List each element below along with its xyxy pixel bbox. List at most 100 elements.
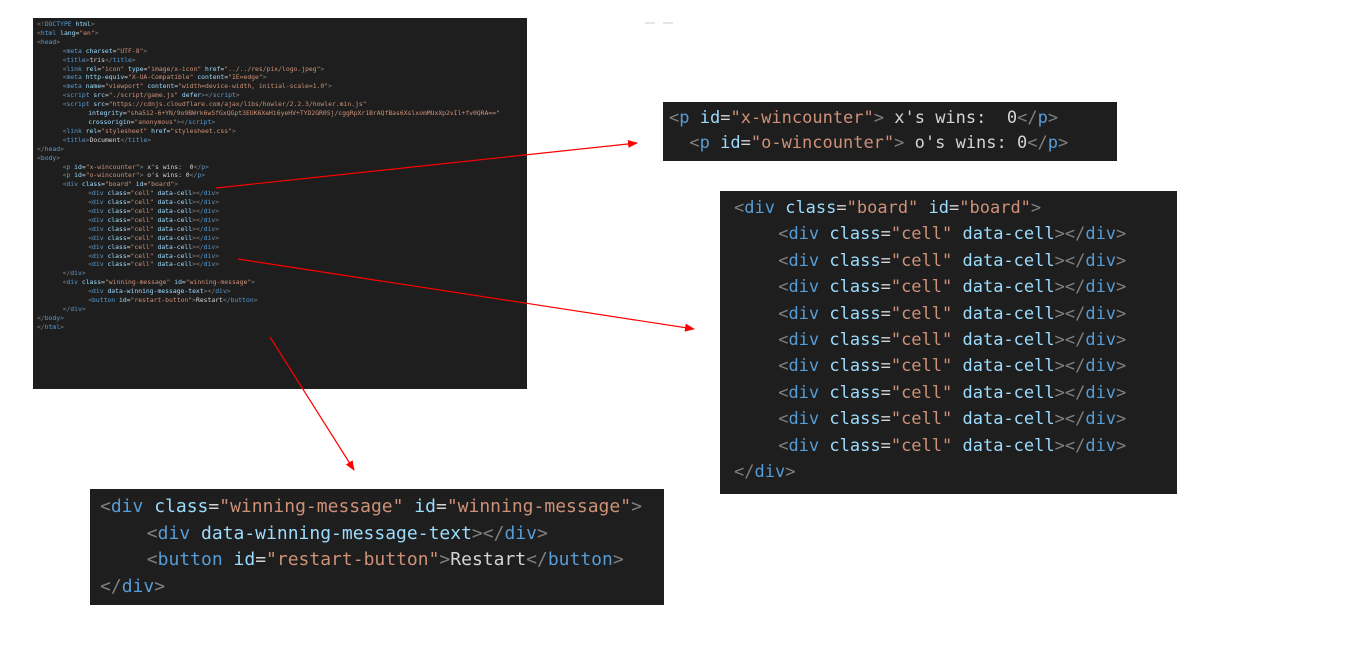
code-line: <div class="winning-message" id="winning… bbox=[37, 278, 527, 287]
code-token: = bbox=[97, 126, 102, 135]
code-token: div bbox=[203, 251, 216, 260]
code-token: "cell" bbox=[890, 435, 953, 456]
code-token: > bbox=[262, 73, 267, 82]
code-token: "https://cdnjs.cloudflare.com/ajax/libs/… bbox=[108, 100, 367, 109]
code-token: DOCTYPE bbox=[44, 20, 72, 28]
code-token: = bbox=[880, 224, 891, 245]
code-token: "./script/game.js" bbox=[108, 91, 179, 100]
code-token: > bbox=[1116, 250, 1127, 271]
code-token: class bbox=[774, 198, 837, 218]
code-token: "x-wincounter" bbox=[730, 108, 874, 128]
code-token: "cell" bbox=[890, 409, 953, 430]
code-token: < bbox=[62, 46, 67, 55]
code-token: </ bbox=[104, 55, 113, 64]
code-token: > bbox=[235, 91, 240, 100]
code-token: "board" bbox=[846, 198, 919, 218]
code-token: > bbox=[785, 462, 796, 483]
code-token: = bbox=[101, 82, 105, 91]
code-token: data-cell bbox=[952, 250, 1055, 271]
code-token: "restart-button" bbox=[130, 296, 193, 305]
code-token: </ bbox=[222, 296, 231, 305]
code-token: lang bbox=[56, 28, 76, 37]
code-token: ></ bbox=[192, 198, 204, 207]
code-token: </ bbox=[120, 135, 129, 144]
code-token: body bbox=[40, 153, 57, 162]
code-token: div bbox=[92, 233, 104, 242]
code-line: <div class="cell" data-cell></div> bbox=[37, 225, 527, 234]
code-token: div bbox=[744, 198, 775, 218]
code-token: = bbox=[880, 409, 891, 430]
code-token: Restart bbox=[450, 549, 527, 570]
code-line: </head> bbox=[37, 145, 527, 154]
code-token: < bbox=[62, 73, 67, 82]
code-token: > bbox=[154, 575, 166, 597]
code-line: <!DOCTYPE html> bbox=[37, 20, 527, 29]
code-line: <div class="cell" data-cell></div> bbox=[37, 216, 527, 225]
code-token: < bbox=[778, 409, 789, 430]
code-token: > bbox=[231, 126, 236, 135]
code-token: </ bbox=[189, 171, 198, 180]
code-token: > bbox=[81, 305, 86, 313]
code-token: < bbox=[88, 251, 93, 260]
code-token: div bbox=[92, 198, 104, 207]
code-token: div bbox=[1085, 330, 1117, 351]
code-token: = bbox=[126, 198, 131, 207]
code-token: "winning-message" bbox=[104, 278, 171, 287]
code-token: < bbox=[62, 91, 67, 100]
code-token: "cell" bbox=[130, 233, 154, 242]
code-token: ></ bbox=[192, 233, 204, 242]
faint-mark bbox=[645, 9, 695, 24]
code-token: div bbox=[92, 287, 104, 296]
code-line: <div class="cell" data-cell></div> bbox=[37, 234, 527, 243]
code-token: ></ bbox=[1054, 224, 1086, 245]
code-token: < bbox=[62, 180, 67, 189]
code-token: data-cell bbox=[952, 356, 1055, 377]
code-token: < bbox=[88, 296, 93, 305]
code-token: "icon" bbox=[101, 64, 125, 73]
code-token: div bbox=[92, 251, 104, 260]
code-line: <html lang="en"> bbox=[37, 29, 527, 38]
code-token: class bbox=[78, 180, 102, 189]
code-line: <div data-winning-message-text></div> bbox=[100, 521, 664, 548]
code-token: > bbox=[1116, 382, 1127, 403]
code-token: < bbox=[62, 135, 67, 144]
code-token: > bbox=[139, 162, 144, 171]
code-token: meta bbox=[66, 82, 82, 91]
code-token: div bbox=[788, 224, 820, 245]
code-token: > bbox=[320, 64, 325, 73]
code-token: = bbox=[880, 435, 891, 456]
code-token: data-cell bbox=[952, 224, 1055, 245]
code-token: div bbox=[203, 242, 216, 251]
code-token: Document bbox=[89, 135, 121, 144]
code-token: html bbox=[71, 20, 91, 28]
code-token: data-cell bbox=[153, 207, 193, 216]
code-token: id bbox=[222, 549, 256, 570]
code-token: </ bbox=[1027, 133, 1048, 153]
code-token: "cell" bbox=[890, 330, 953, 351]
code-token: = bbox=[126, 233, 131, 242]
code-token: class bbox=[819, 409, 881, 430]
code-token: "cell" bbox=[890, 303, 953, 324]
code-token: class bbox=[103, 215, 127, 224]
code-token: "cell" bbox=[130, 260, 154, 269]
code-line: </div> bbox=[37, 269, 527, 278]
code-token: p bbox=[197, 171, 202, 180]
code-token: div bbox=[1085, 435, 1117, 456]
code-token: > bbox=[90, 20, 95, 28]
code-token: < bbox=[778, 382, 789, 403]
code-token: div bbox=[203, 207, 216, 216]
code-token: > bbox=[60, 313, 64, 322]
code-token: "../../res/pix/logo.jpeg" bbox=[224, 64, 321, 73]
code-line: <div class="cell" data-cell></div> bbox=[734, 221, 1177, 247]
code-token: ></ bbox=[1054, 303, 1086, 324]
code-line: crossorigin="anonymous"></script> bbox=[37, 118, 527, 127]
code-line: <div class="cell" data-cell></div> bbox=[734, 248, 1177, 274]
code-token: > bbox=[60, 144, 64, 153]
winning-message-code-panel: <div class="winning-message" id="winning… bbox=[90, 489, 664, 605]
code-token: </ bbox=[1017, 108, 1038, 128]
code-token: "board" bbox=[147, 180, 175, 189]
code-line: <link rel="icon" type="image/x-icon" hre… bbox=[37, 65, 527, 74]
code-token: > bbox=[1116, 356, 1127, 377]
code-token: class bbox=[819, 250, 881, 271]
code-token: > bbox=[215, 198, 220, 207]
